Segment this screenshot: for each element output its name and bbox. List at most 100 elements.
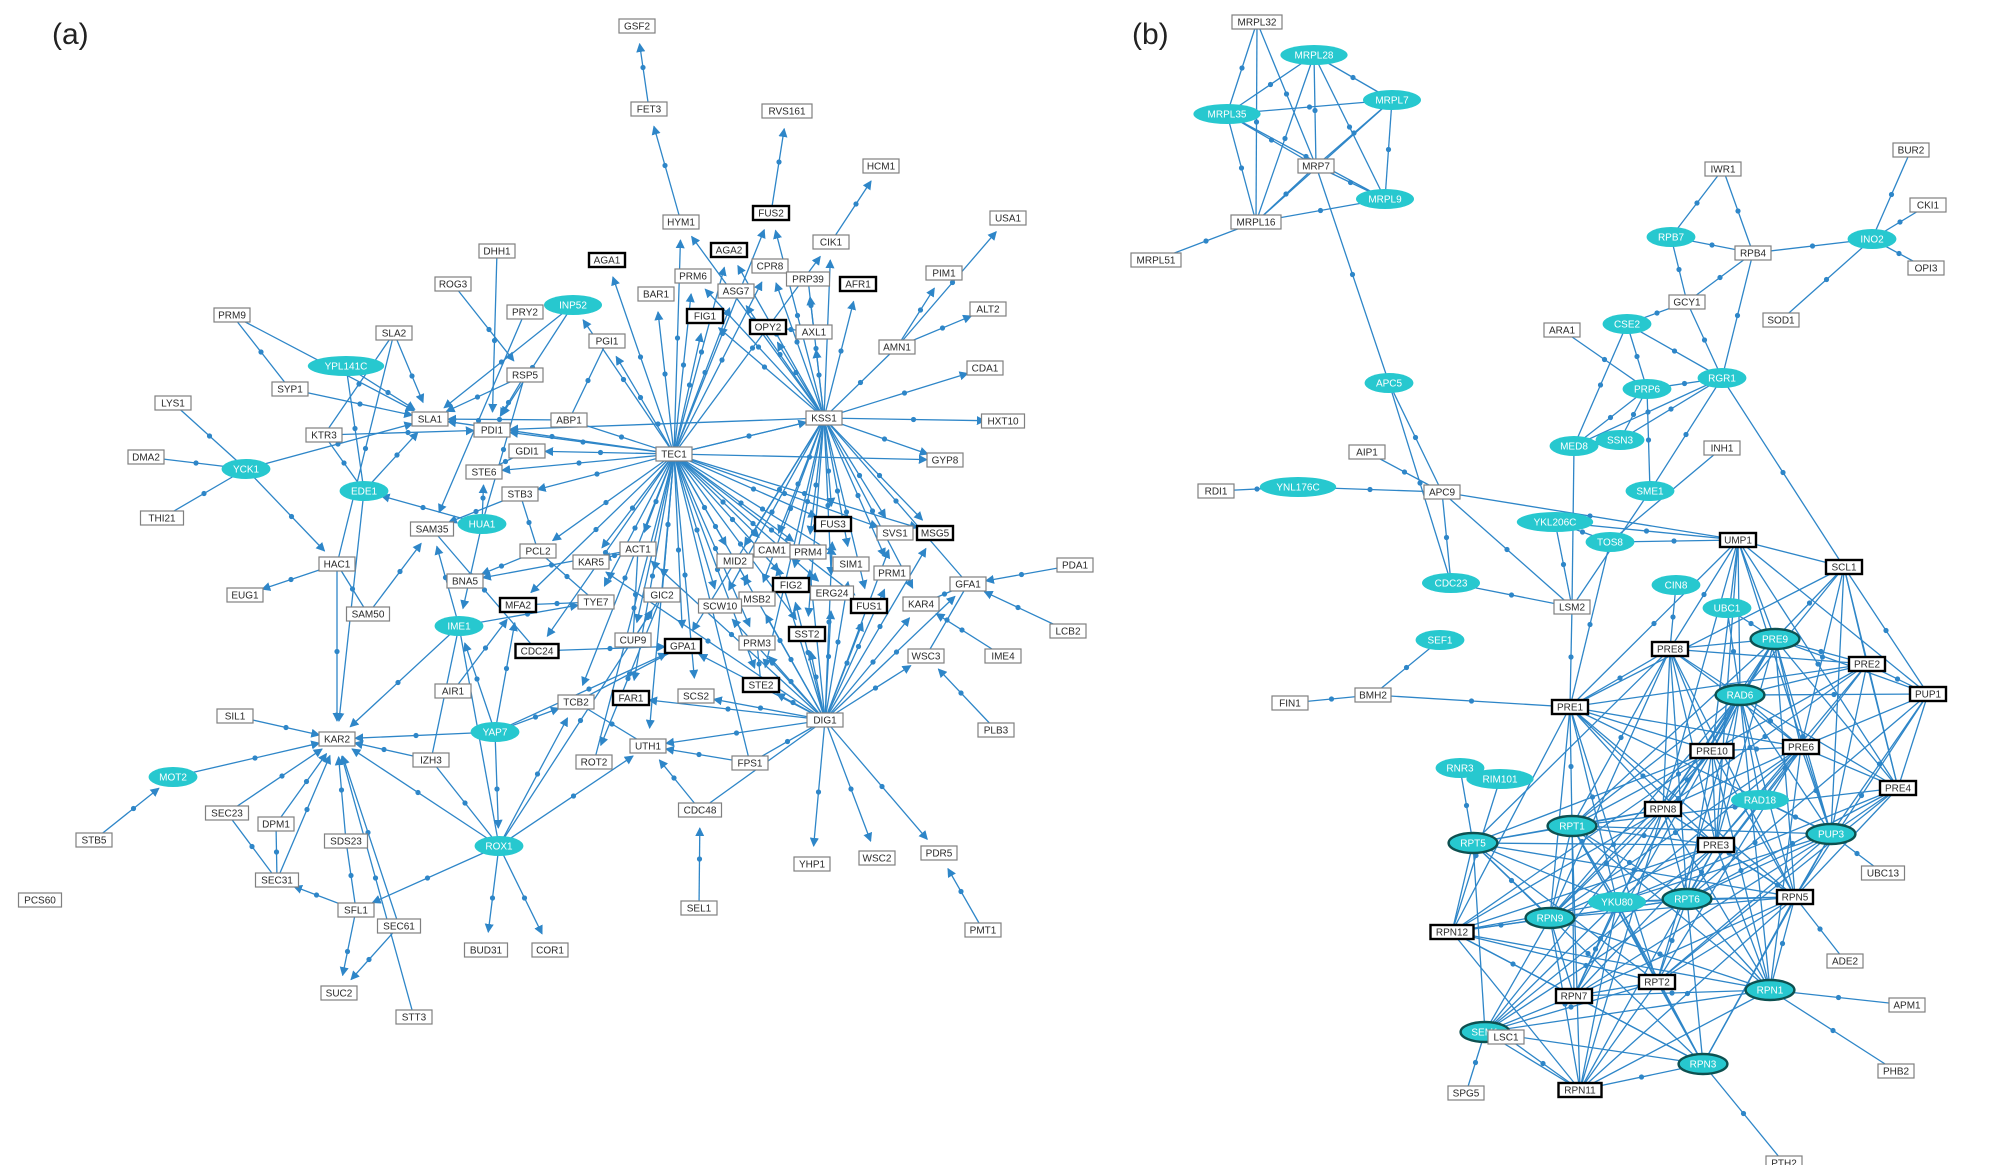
gene-box (1877, 1063, 1915, 1079)
node-act1: ACT1 (619, 541, 657, 557)
gene-label: STT3 (402, 1013, 427, 1024)
node-plb3: PLB3 (977, 722, 1015, 738)
edge-midpoint-dot (788, 326, 794, 333)
node-rpb7: RPB7 (1646, 227, 1696, 247)
edge-midpoint-dot (728, 631, 735, 638)
edge-midpoint-dot (1589, 794, 1596, 800)
gene-label: HCM1 (867, 162, 896, 173)
gene-label: ERG24 (816, 589, 849, 600)
gene-box (1553, 599, 1591, 615)
gene-label: USA1 (995, 214, 1022, 225)
edge (1686, 898, 1704, 1065)
edge (1573, 896, 1796, 997)
gene-label: YNL176C (1276, 483, 1319, 494)
gene-label: MID2 (723, 557, 747, 568)
gene-label: YCK1 (233, 465, 260, 476)
gene-label: GDI1 (515, 447, 539, 458)
gene-label: PHB2 (1883, 1067, 1910, 1078)
edge-midpoint-dot (815, 789, 822, 795)
gene-ellipse (1193, 104, 1261, 124)
gene-label: CDC48 (684, 806, 717, 817)
gene-box (741, 676, 781, 694)
node-mrpl32: MRPL32 (1231, 14, 1283, 30)
edge-midpoint-dot (1830, 1027, 1836, 1034)
node-apc9: APC9 (1423, 484, 1461, 500)
gene-box (1765, 1155, 1803, 1165)
gene-box (738, 635, 776, 651)
edge-midpoint-dot (500, 446, 507, 453)
node-rpn7: RPN7 (1554, 987, 1594, 1005)
gene-label: GCY1 (1673, 298, 1701, 309)
gene-box (318, 731, 356, 747)
edge-midpoint-dot (1701, 591, 1707, 598)
edge-midpoint-dot (480, 495, 486, 501)
gene-box (557, 694, 595, 710)
edge-midpoint-dot (1815, 661, 1821, 667)
gene-ellipse (1744, 978, 1796, 1002)
directed-edge (806, 417, 825, 536)
gene-ellipse (474, 836, 524, 856)
gene-box (409, 521, 455, 537)
node-far1: FAR1 (611, 689, 651, 707)
edge-midpoint-dot (381, 746, 387, 753)
gene-ellipse (1595, 430, 1645, 450)
edge (1662, 808, 1688, 900)
edge-midpoint-dot (521, 895, 528, 901)
gene-label: HAC1 (324, 560, 351, 571)
node-cup9: CUP9 (614, 632, 652, 648)
edge-midpoint-dot (1643, 528, 1650, 534)
node-rim101: RIM101 (1466, 769, 1534, 789)
gene-label: CDC23 (1435, 579, 1468, 590)
gene-box (508, 443, 546, 459)
gene-box (1775, 888, 1815, 906)
directed-edge (498, 845, 543, 935)
gene-label: APC9 (1429, 488, 1456, 499)
gene-box (1557, 1081, 1603, 1099)
edge-midpoint-dot (1896, 250, 1902, 257)
gene-box (902, 596, 940, 612)
edge-midpoint-dot (893, 649, 900, 655)
gene-box (506, 304, 544, 320)
edge-midpoint-dot (1883, 627, 1889, 634)
edge-midpoint-dot (532, 714, 539, 720)
edge-midpoint-dot (486, 326, 492, 333)
gene-box (716, 553, 754, 569)
edge-midpoint-dot (570, 793, 577, 799)
gene-box (254, 872, 300, 888)
edge-midpoint-dot (1684, 990, 1691, 997)
edge (1451, 931, 1658, 983)
gene-box (813, 515, 853, 533)
node-cdc23: CDC23 (1422, 573, 1480, 593)
edge-midpoint-dot (424, 875, 431, 881)
node-rnr3: RNR3 (1435, 758, 1485, 778)
edge (1451, 842, 1474, 933)
edge-midpoint-dot (675, 547, 682, 553)
gene-box (519, 543, 557, 559)
edge-midpoint-dot (674, 335, 681, 341)
gene-box (531, 942, 569, 958)
gene-ellipse (434, 616, 484, 636)
panel-b-edges (1155, 21, 1929, 1164)
node-pdi1: PDI1 (473, 422, 511, 438)
gene-label: ROG3 (439, 280, 468, 291)
edge-midpoint-dot (1203, 238, 1209, 244)
gene-label: SAM35 (416, 525, 449, 536)
edge-midpoint-dot (1303, 153, 1309, 160)
gene-box (1892, 142, 1930, 158)
edge-midpoint-dot (876, 472, 883, 479)
gene-box (1888, 997, 1926, 1013)
node-rvs161: RVS161 (761, 103, 813, 119)
gene-label: CIN8 (1665, 581, 1688, 592)
edge (1451, 931, 1581, 1091)
edge-midpoint-dot (1312, 107, 1318, 114)
gene-label: PRM6 (679, 272, 707, 283)
directed-edge (823, 371, 969, 419)
edge-midpoint-dot (193, 460, 199, 466)
gene-box (1650, 640, 1690, 658)
gene-box (717, 283, 755, 299)
gene-label: BNA5 (452, 577, 479, 588)
edge-midpoint-dot (746, 433, 752, 439)
gene-box (587, 251, 627, 269)
edge (1549, 844, 1717, 919)
node-cpr8: CPR8 (751, 258, 789, 274)
